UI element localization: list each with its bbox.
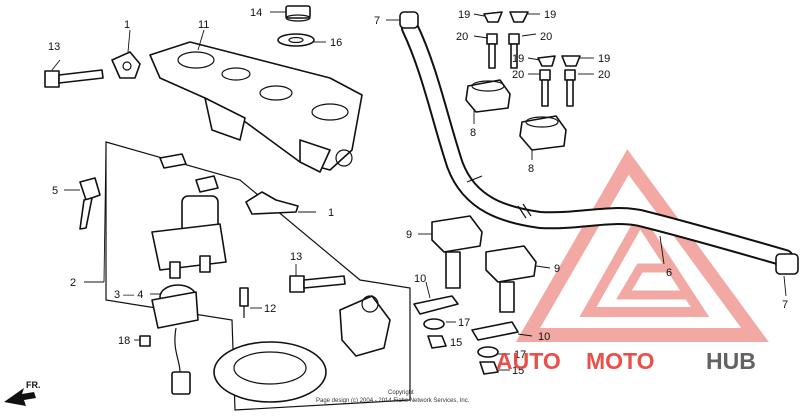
- ignition-switch-2: [151, 195, 227, 279]
- bolt-20-b: [508, 33, 520, 69]
- logo-g-stroke: [616, 263, 690, 300]
- callout-1-mid: 1: [328, 207, 334, 219]
- callout-20-b: 20: [540, 31, 552, 43]
- logo-triangle-outer: [515, 149, 769, 342]
- callout-7-right: 7: [782, 299, 788, 311]
- callout-16: 16: [330, 37, 342, 49]
- handlebar-upper-holder-8-b: [519, 115, 567, 151]
- ignition-keys: [159, 153, 219, 193]
- wordmark-auto: AUTO: [496, 348, 561, 374]
- washer-16: [277, 33, 315, 47]
- handlebar-lower-holder-9-left: [431, 215, 483, 289]
- callout-19-d: 19: [598, 53, 610, 65]
- nut-15-right: [479, 361, 499, 375]
- wordmark-hub: HUB: [706, 348, 756, 374]
- callout-14: 14: [250, 7, 262, 19]
- callout-20-a: 20: [456, 31, 468, 43]
- fuel-cap-lock: [213, 295, 391, 403]
- callout-13-mid: 13: [290, 251, 302, 263]
- key-5: [79, 177, 101, 230]
- handlebar-lower-holder-9-right: [485, 245, 537, 313]
- front-label: FR.: [26, 380, 41, 390]
- callout-5: 5: [52, 185, 58, 197]
- callout-10-left: 10: [414, 273, 426, 285]
- callout-7-top: 7: [374, 15, 380, 27]
- washer-10-right: [471, 321, 519, 341]
- bolt-20-c: [539, 69, 551, 107]
- callout-17-right: 17: [514, 349, 526, 361]
- callout-1-top: 1: [124, 19, 130, 31]
- callout-11: 11: [198, 19, 209, 31]
- washer-10-left: [413, 295, 459, 315]
- bolt-20-a: [486, 33, 498, 69]
- bolt-13-left: [44, 69, 104, 88]
- automotohub-wordmark: AUTO MOTO HUB: [496, 348, 756, 374]
- switch-holder-4: [151, 284, 199, 395]
- bracket-1-top: [111, 51, 141, 79]
- callout-15-left: 15: [450, 337, 462, 349]
- callout-12: 12: [264, 303, 276, 315]
- copyright-line-2: Page design (c) 2004 - 2014 Fiche Networ…: [316, 398, 470, 404]
- callout-15-right: 15: [512, 365, 524, 377]
- top-bridge-11: [149, 41, 363, 173]
- callout-2: 2: [70, 277, 76, 289]
- bracket-1-mid: [245, 191, 299, 215]
- bolt-13-mid: [289, 275, 346, 293]
- cap-14: [285, 5, 311, 22]
- automotohub-logo: [515, 149, 769, 342]
- logo-triangle-inner: [579, 210, 710, 317]
- callout-13-left: 13: [48, 41, 60, 53]
- callout-18: 18: [118, 335, 130, 347]
- front-arrow-icon: [4, 388, 36, 406]
- front-direction-marker: FR.: [4, 380, 41, 406]
- bolt-12: [239, 287, 249, 318]
- callout-9-right: 9: [554, 263, 560, 275]
- callout-19-c: 19: [512, 53, 524, 65]
- bolt-20-d: [564, 69, 576, 107]
- handlebar-6: [401, 19, 794, 267]
- nut-15-left: [427, 335, 447, 349]
- copyright-notice: Copyright Page design (c) 2004 - 2014 Fi…: [316, 390, 470, 404]
- callout-19-b: 19: [544, 9, 556, 21]
- screw-18: [139, 335, 151, 347]
- callout-labels: 1 11 14 16 13 7 19 19 20 20 19 19 20 20 …: [48, 7, 788, 377]
- callout-3-4: 3 — 4: [114, 289, 143, 301]
- bar-end-7-right: [775, 253, 799, 275]
- leader-lines: [51, 11, 787, 371]
- callout-20-c: 20: [512, 69, 524, 81]
- bushing-17-left: [423, 318, 445, 330]
- callout-17-left: 17: [458, 317, 470, 329]
- handlebar-upper-holder-8-a: [465, 79, 511, 113]
- copyright-line-1: Copyright: [388, 390, 414, 396]
- cap-19-a: [483, 11, 503, 23]
- cap-19-c: [537, 55, 556, 67]
- callout-20-d: 20: [598, 69, 610, 81]
- callout-8-mid: 8: [528, 163, 534, 175]
- wordmark-moto: MOTO: [586, 348, 655, 374]
- callout-8-top: 8: [470, 127, 476, 139]
- callout-10-right: 10: [538, 331, 550, 343]
- cap-19-b: [509, 11, 529, 23]
- callout-6: 6: [666, 267, 672, 279]
- bar-end-7-top: [399, 11, 419, 29]
- callout-19-a: 19: [458, 9, 470, 21]
- cap-19-d: [561, 55, 581, 67]
- bushing-17-right: [477, 346, 499, 358]
- callout-9-left: 9: [406, 229, 412, 241]
